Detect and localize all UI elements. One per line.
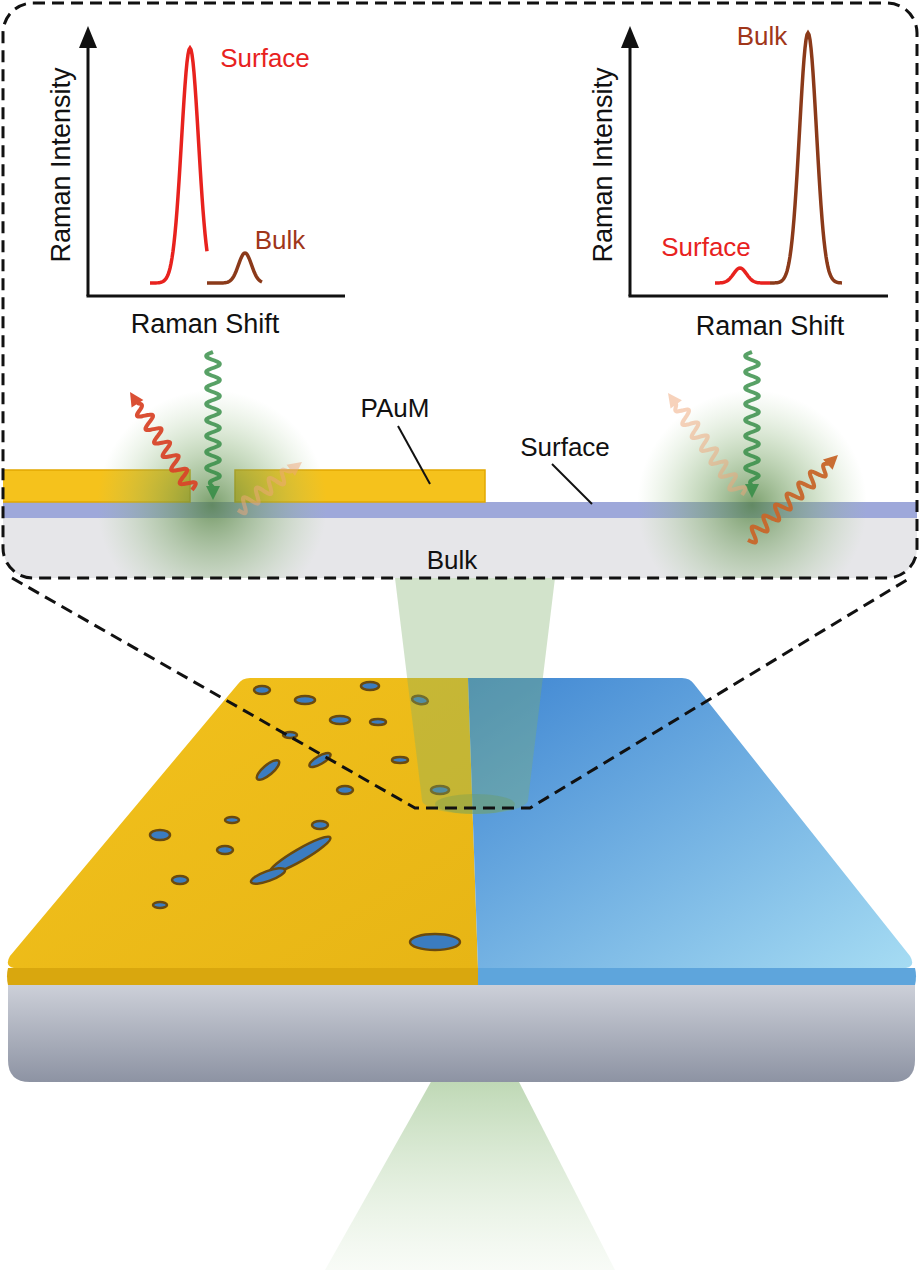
photon-wave [748, 464, 829, 543]
photon-wave [238, 469, 292, 513]
pore [225, 817, 239, 823]
x-axis [629, 295, 889, 298]
chart-axes [79, 26, 345, 296]
photon-arrowhead [745, 484, 759, 498]
photon-arrowhead [287, 462, 302, 476]
leader-line [552, 464, 592, 504]
pore [337, 786, 353, 794]
laser-glow [637, 390, 867, 578]
part-label: PAuM [361, 394, 430, 423]
pore [153, 902, 167, 908]
spectrum-peak [150, 48, 207, 283]
photon-arrowhead [130, 392, 143, 408]
pore [295, 696, 315, 704]
photon-arrowhead [823, 455, 838, 470]
pore [254, 686, 270, 694]
spectrum-peak [715, 268, 770, 283]
axis-title: Raman Intensity [47, 67, 77, 262]
pore [370, 719, 386, 725]
gold-film [8, 678, 478, 968]
x-axis [87, 295, 346, 298]
peak-label: Bulk [255, 226, 306, 255]
slab-edge-blue [478, 968, 916, 985]
part-label: Surface [520, 433, 610, 462]
pore [254, 757, 282, 783]
y-axis [629, 40, 632, 296]
slab-side [8, 975, 915, 1082]
pore [217, 846, 233, 854]
pore [410, 934, 460, 950]
surface-photon [668, 393, 745, 495]
pore [392, 757, 408, 763]
peak-label: Surface [661, 233, 751, 262]
photon-wave [675, 403, 745, 495]
y-axis [87, 40, 90, 296]
peak-label: Surface [220, 44, 310, 73]
beam-below [325, 1080, 615, 1270]
axis-title: Raman Shift [131, 310, 280, 340]
axis-title: Raman Intensity [589, 67, 619, 262]
pore [312, 821, 328, 829]
chart-axes [621, 26, 888, 296]
peak-label: Bulk [737, 22, 788, 51]
region-label: Bulk [427, 546, 478, 575]
inset-section [3, 390, 917, 578]
spectrum-peak [770, 33, 842, 283]
slab-edge-gold [7, 968, 478, 985]
zoom-line [12, 578, 910, 808]
bulk-region: Bulk [421, 540, 484, 581]
beam-above [395, 578, 555, 814]
axis-arrowhead [621, 26, 639, 48]
axis-title: Raman Shift [696, 312, 845, 342]
photon-wave [137, 403, 196, 490]
excitation-photon [745, 352, 759, 498]
pore [361, 682, 379, 690]
bulk-photon [748, 455, 838, 543]
axis-arrowhead [79, 26, 97, 48]
excitation-photon [206, 352, 220, 500]
focus-spot [435, 794, 515, 814]
pore [150, 830, 170, 840]
leader-line [398, 426, 430, 484]
pore [249, 865, 286, 887]
inset-border [3, 3, 917, 578]
bulk-photon [238, 462, 302, 513]
pore [172, 876, 188, 884]
surface-photon [130, 392, 196, 490]
spectrum-peak [207, 253, 262, 283]
photon-wave [206, 352, 220, 488]
photon-arrowhead [668, 393, 682, 408]
photon-arrowhead [206, 486, 220, 500]
pore [330, 716, 350, 724]
photon-wave [745, 352, 759, 486]
zoom-lines [12, 578, 910, 808]
